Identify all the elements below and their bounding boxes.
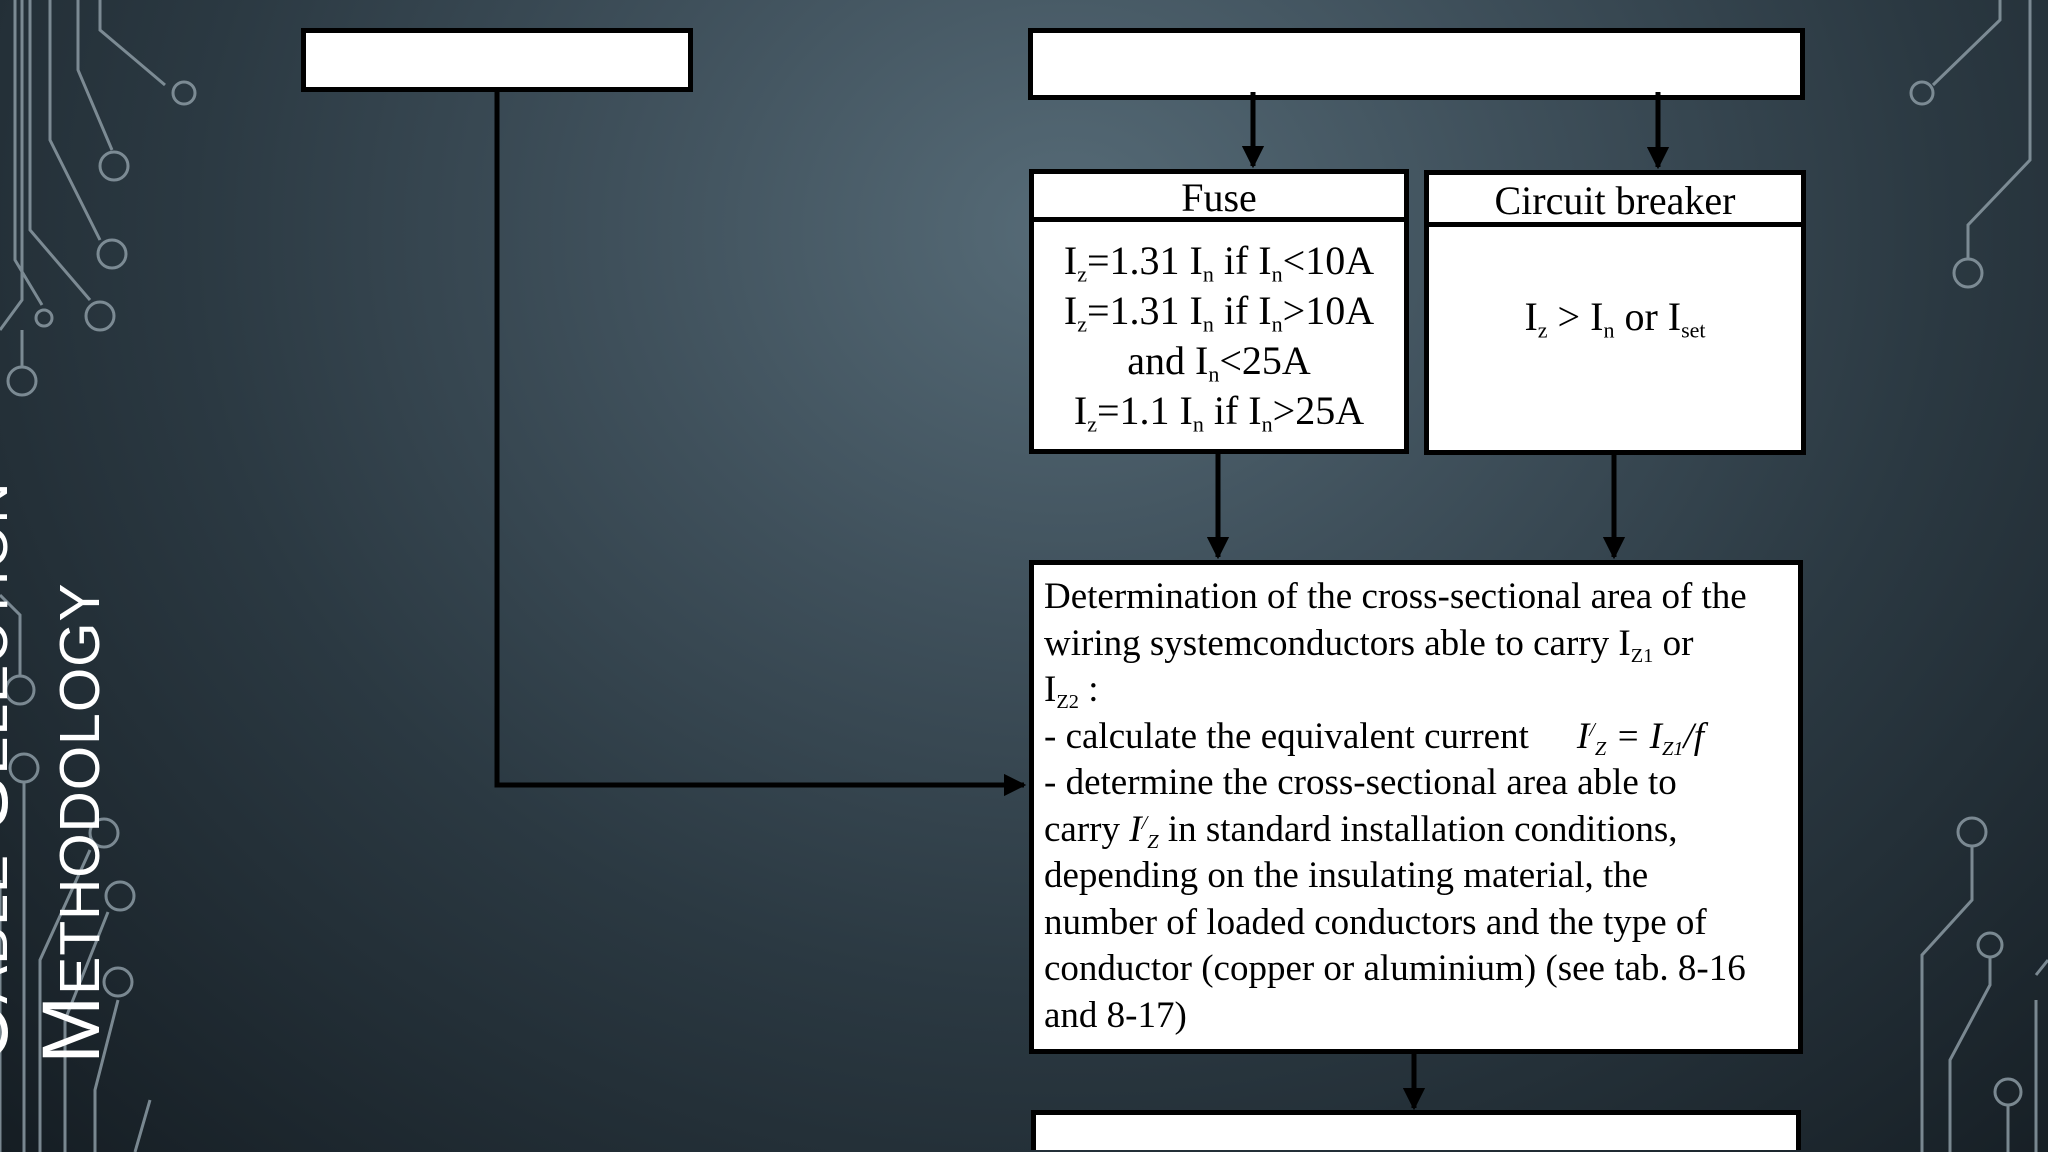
det-line-3: IZ2 : <box>1044 669 1099 714</box>
fuse-rules-box: Iz=1.31 In if In<10A Iz=1.31 In if In>10… <box>1029 217 1409 454</box>
circuit-trace-icon <box>76 0 114 151</box>
circuit-trace-icon <box>93 999 120 1152</box>
circuit-trace-icon <box>1931 0 2002 87</box>
circuit-trace-icon <box>13 0 44 306</box>
equivalent-current-formula: I/Z = IZ1/f <box>1576 715 1705 760</box>
fuse-rule-1: Iz=1.31 In if In<10A <box>1063 237 1375 287</box>
fuse-rule-2: Iz=1.31 In if In>10A <box>1063 287 1375 337</box>
breaker-rule: Iz > In or Iset <box>1524 294 1706 343</box>
top-left-box <box>301 28 693 92</box>
det-line-6: carry I/Z in standard installation condi… <box>1044 808 1678 853</box>
title-line-2: Methodology <box>26 582 117 1064</box>
circuit-trace-icon <box>0 593 22 675</box>
breaker-rules-box: Iz > In or Iset <box>1424 222 1806 455</box>
breaker-header: Circuit breaker <box>1424 170 1806 227</box>
circuit-trace-icon <box>1948 957 1992 1152</box>
circuit-trace-icon <box>38 849 92 1152</box>
circuit-trace-icon <box>48 0 102 241</box>
determination-box: Determination of the cross-sectional are… <box>1029 560 1803 1054</box>
circuit-trace-icon <box>28 0 92 301</box>
det-line-9: conductor (copper or aluminium) (see tab… <box>1044 948 1746 989</box>
det-line-10: and 8-17) <box>1044 994 1187 1036</box>
fuse-header: Fuse <box>1029 169 1409 222</box>
circuit-trace-icon <box>133 1099 152 1152</box>
fuse-rule-3: and In<25A <box>1127 337 1311 387</box>
det-line-8: number of loaded conductors and the type… <box>1044 901 1707 943</box>
page-title: Cable Selection Methodology <box>0 444 118 1064</box>
circuit-trace-icon <box>63 911 110 1152</box>
top-right-box <box>1028 28 1805 100</box>
circuit-trace-icon <box>0 0 24 331</box>
circuit-trace-icon <box>2034 959 2048 976</box>
bottom-box <box>1031 1110 1801 1150</box>
circuit-trace-icon <box>1920 846 1974 1152</box>
circuit-trace-icon <box>1966 0 2032 258</box>
title-line-1: Cable Selection <box>0 481 25 1064</box>
fuse-rule-4: Iz=1.1 In if In>25A <box>1073 387 1365 437</box>
det-line-7: depending on the insulating material, th… <box>1044 855 1649 896</box>
det-line-2: wiring systemconductors able to carry IZ… <box>1044 622 1694 667</box>
det-line-5: - determine the cross-sectional area abl… <box>1044 762 1677 803</box>
circuit-trace-icon <box>98 0 166 87</box>
det-line-1: Determination of the cross-sectional are… <box>1044 576 1747 617</box>
